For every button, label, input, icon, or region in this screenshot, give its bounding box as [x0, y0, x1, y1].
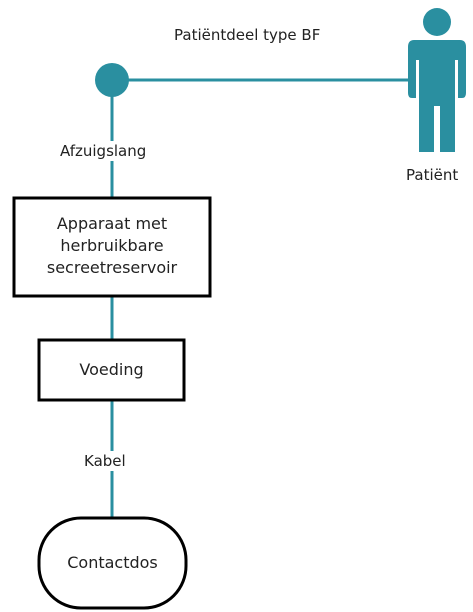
patient-label: Patiënt [406, 166, 459, 184]
outlet-box-text: Contactdos [67, 553, 158, 572]
power-box-text: Voeding [79, 360, 144, 379]
connection-node [95, 63, 129, 97]
device-line-1: Apparaat met [56, 214, 168, 233]
device-box [12, 196, 212, 298]
device-box-text: Apparaat met herbruikbare secreetreservo… [14, 213, 210, 279]
outlet-box [37, 516, 188, 610]
cable-label: Kabel [84, 451, 126, 471]
patient-part-label: Patiëntdeel type BF [174, 26, 321, 44]
power-box [37, 338, 186, 402]
device-line-2: herbruikbare [60, 236, 164, 255]
device-line-3: secreetreservoir [46, 258, 178, 277]
person-icon [408, 8, 466, 152]
suction-hose-label: Afzuigslang [60, 141, 147, 161]
